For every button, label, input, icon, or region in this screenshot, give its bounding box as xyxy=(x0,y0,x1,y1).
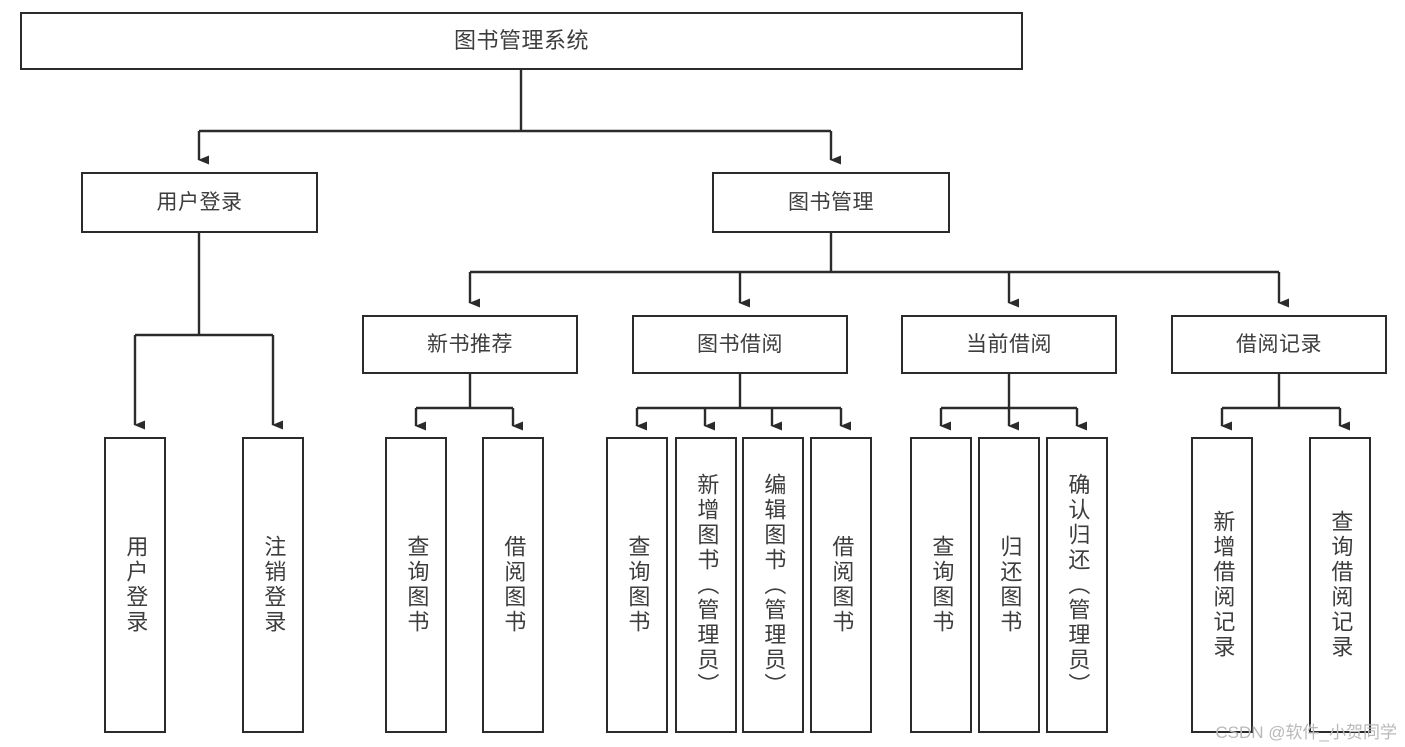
node-label: 新增图书（管理员） xyxy=(694,472,720,698)
leaf-new-book-query-books[interactable]: 查询图书 xyxy=(385,437,447,733)
node-new-book-recommendation[interactable]: 新书推荐 xyxy=(362,315,578,374)
node-label: 归还图书 xyxy=(997,535,1023,635)
node-label: 图书管理 xyxy=(788,190,874,214)
node-book-management[interactable]: 图书管理 xyxy=(712,172,950,233)
node-root-book-management-system[interactable]: 图书管理系统 xyxy=(20,12,1023,70)
leaf-book-borrow-query-books[interactable]: 查询图书 xyxy=(606,437,668,733)
node-label: 编辑图书（管理员） xyxy=(761,472,787,698)
node-label: 借阅图书 xyxy=(829,535,855,635)
node-label: 当前借阅 xyxy=(966,332,1052,356)
leaf-book-borrow-add-book-admin[interactable]: 新增图书（管理员） xyxy=(675,437,737,733)
node-label: 注销登录 xyxy=(261,535,287,635)
leaf-current-borrow-confirm-return-admin[interactable]: 确认归还（管理员） xyxy=(1046,437,1108,733)
node-label: 用户登录 xyxy=(123,535,149,635)
leaf-current-borrow-return-books[interactable]: 归还图书 xyxy=(978,437,1040,733)
node-label: 借阅记录 xyxy=(1236,332,1322,356)
node-label: 查询图书 xyxy=(929,535,955,635)
node-book-borrowing[interactable]: 图书借阅 xyxy=(632,315,848,374)
leaf-book-borrow-edit-book-admin[interactable]: 编辑图书（管理员） xyxy=(742,437,804,733)
leaf-borrow-record-query-record[interactable]: 查询借阅记录 xyxy=(1309,437,1371,733)
csdn-watermark: CSDN @软件_小贺同学 xyxy=(1215,723,1397,742)
node-label: 借阅图书 xyxy=(501,535,527,635)
leaf-book-borrow-borrow-books[interactable]: 借阅图书 xyxy=(810,437,872,733)
node-borrowing-record[interactable]: 借阅记录 xyxy=(1171,315,1387,374)
node-label: 查询借阅记录 xyxy=(1328,510,1354,660)
node-label: 图书借阅 xyxy=(697,332,783,356)
leaf-current-borrow-query-books[interactable]: 查询图书 xyxy=(910,437,972,733)
node-label: 新增借阅记录 xyxy=(1210,510,1236,660)
node-label: 确认归还（管理员） xyxy=(1065,472,1091,698)
leaf-new-book-borrow-books[interactable]: 借阅图书 xyxy=(482,437,544,733)
node-label: 用户登录 xyxy=(156,190,243,214)
leaf-user-login-logout[interactable]: 注销登录 xyxy=(242,437,304,733)
node-label: 查询图书 xyxy=(625,535,651,635)
leaf-user-login-login[interactable]: 用户登录 xyxy=(104,437,166,733)
node-user-login[interactable]: 用户登录 xyxy=(81,172,318,233)
node-label: 新书推荐 xyxy=(427,332,513,356)
leaf-borrow-record-add-record[interactable]: 新增借阅记录 xyxy=(1191,437,1253,733)
node-current-borrowing[interactable]: 当前借阅 xyxy=(901,315,1117,374)
node-label: 图书管理系统 xyxy=(453,27,589,53)
node-label: 查询图书 xyxy=(404,535,430,635)
